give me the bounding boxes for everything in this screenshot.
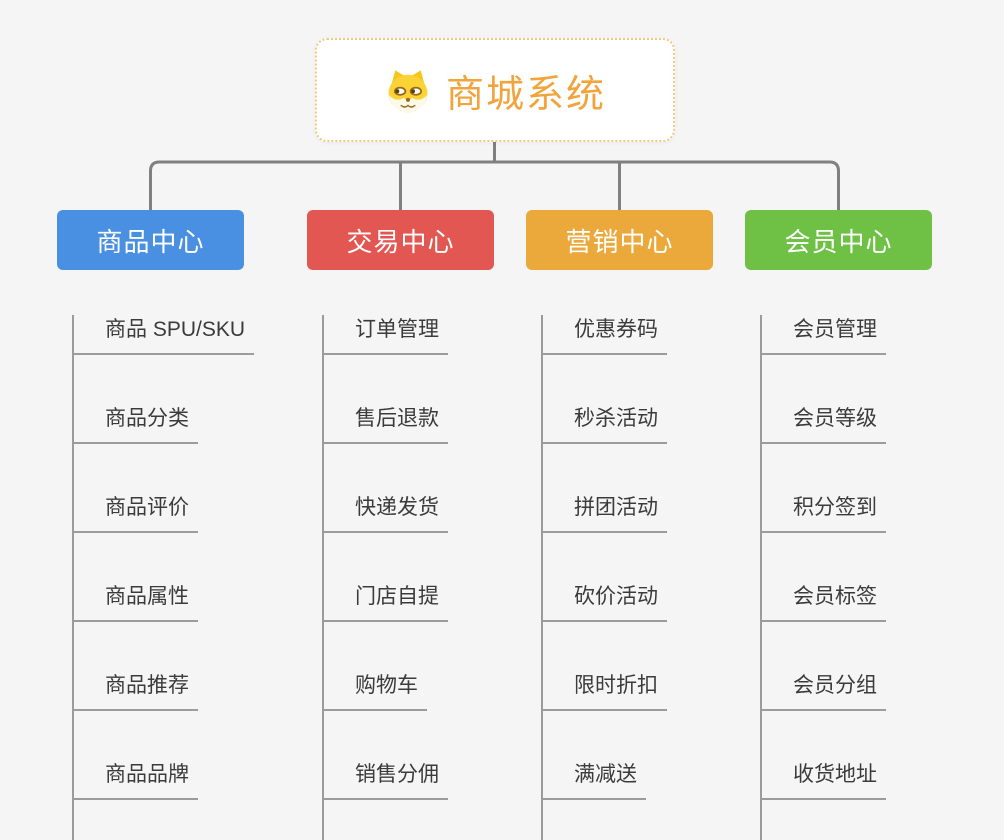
shiba-dog-icon [388, 69, 428, 112]
child-topic[interactable]: 收货地址 [760, 760, 886, 800]
child-topic[interactable]: 积分签到 [760, 493, 886, 533]
child-topic[interactable]: 拼团活动 [541, 493, 667, 533]
branch-children: 订单管理售后退款快递发货门店自提购物车销售分佣 [307, 315, 557, 840]
column-trunk-line [72, 315, 74, 840]
root-title: 商城系统 [445, 73, 606, 116]
branch-node[interactable]: 营销中心 [526, 210, 713, 270]
child-topic[interactable]: 会员标签 [760, 582, 886, 622]
child-topic[interactable]: 优惠券码 [541, 315, 667, 355]
branch-children: 商品 SPU/SKU 商品分类商品评价商品属性商品推荐商品品牌 [57, 315, 307, 840]
branch-column: 交易中心订单管理售后退款快递发货门店自提购物车销售分佣 [307, 210, 557, 840]
branch-column: 营销中心优惠券码秒杀活动拼团活动砍价活动限时折扣满减送 [526, 210, 776, 840]
branch-children: 会员管理会员等级积分签到会员标签会员分组收货地址 [745, 315, 995, 840]
child-topic[interactable]: 商品 SPU/SKU [72, 315, 255, 355]
branch-column: 商品中心商品 SPU/SKU 商品分类商品评价商品属性商品推荐商品品牌 [57, 210, 307, 840]
branch-node[interactable]: 交易中心 [307, 210, 494, 270]
child-topic[interactable]: 会员分组 [760, 671, 886, 711]
child-topic[interactable]: 订单管理 [322, 315, 448, 355]
branch-node[interactable]: 商品中心 [57, 210, 244, 270]
child-topic[interactable]: 商品推荐 [72, 671, 198, 711]
branch-node[interactable]: 会员中心 [745, 210, 932, 270]
child-topic[interactable]: 商品评价 [72, 493, 198, 533]
child-topic[interactable]: 商品属性 [72, 582, 198, 622]
child-topic[interactable]: 商品品牌 [72, 760, 198, 800]
child-topic[interactable]: 购物车 [322, 671, 427, 711]
root-node[interactable]: 商城系统 [315, 38, 675, 142]
child-topic[interactable]: 商品分类 [72, 404, 198, 444]
column-trunk-line [541, 315, 543, 840]
child-topic[interactable]: 快递发货 [322, 493, 448, 533]
child-topic[interactable]: 会员管理 [760, 315, 886, 355]
child-topic[interactable]: 秒杀活动 [541, 404, 667, 444]
child-topic[interactable]: 门店自提 [322, 582, 448, 622]
column-trunk-line [322, 315, 324, 840]
child-topic[interactable]: 销售分佣 [322, 760, 448, 800]
child-topic[interactable]: 满减送 [541, 760, 646, 800]
branch-children: 优惠券码秒杀活动拼团活动砍价活动限时折扣满减送 [526, 315, 776, 840]
column-trunk-line [760, 315, 762, 840]
branch-column: 会员中心会员管理会员等级积分签到会员标签会员分组收货地址 [745, 210, 995, 840]
child-topic[interactable]: 售后退款 [322, 404, 448, 444]
child-topic[interactable]: 会员等级 [760, 404, 886, 444]
child-topic[interactable]: 限时折扣 [541, 671, 667, 711]
child-topic[interactable]: 砍价活动 [541, 582, 667, 622]
